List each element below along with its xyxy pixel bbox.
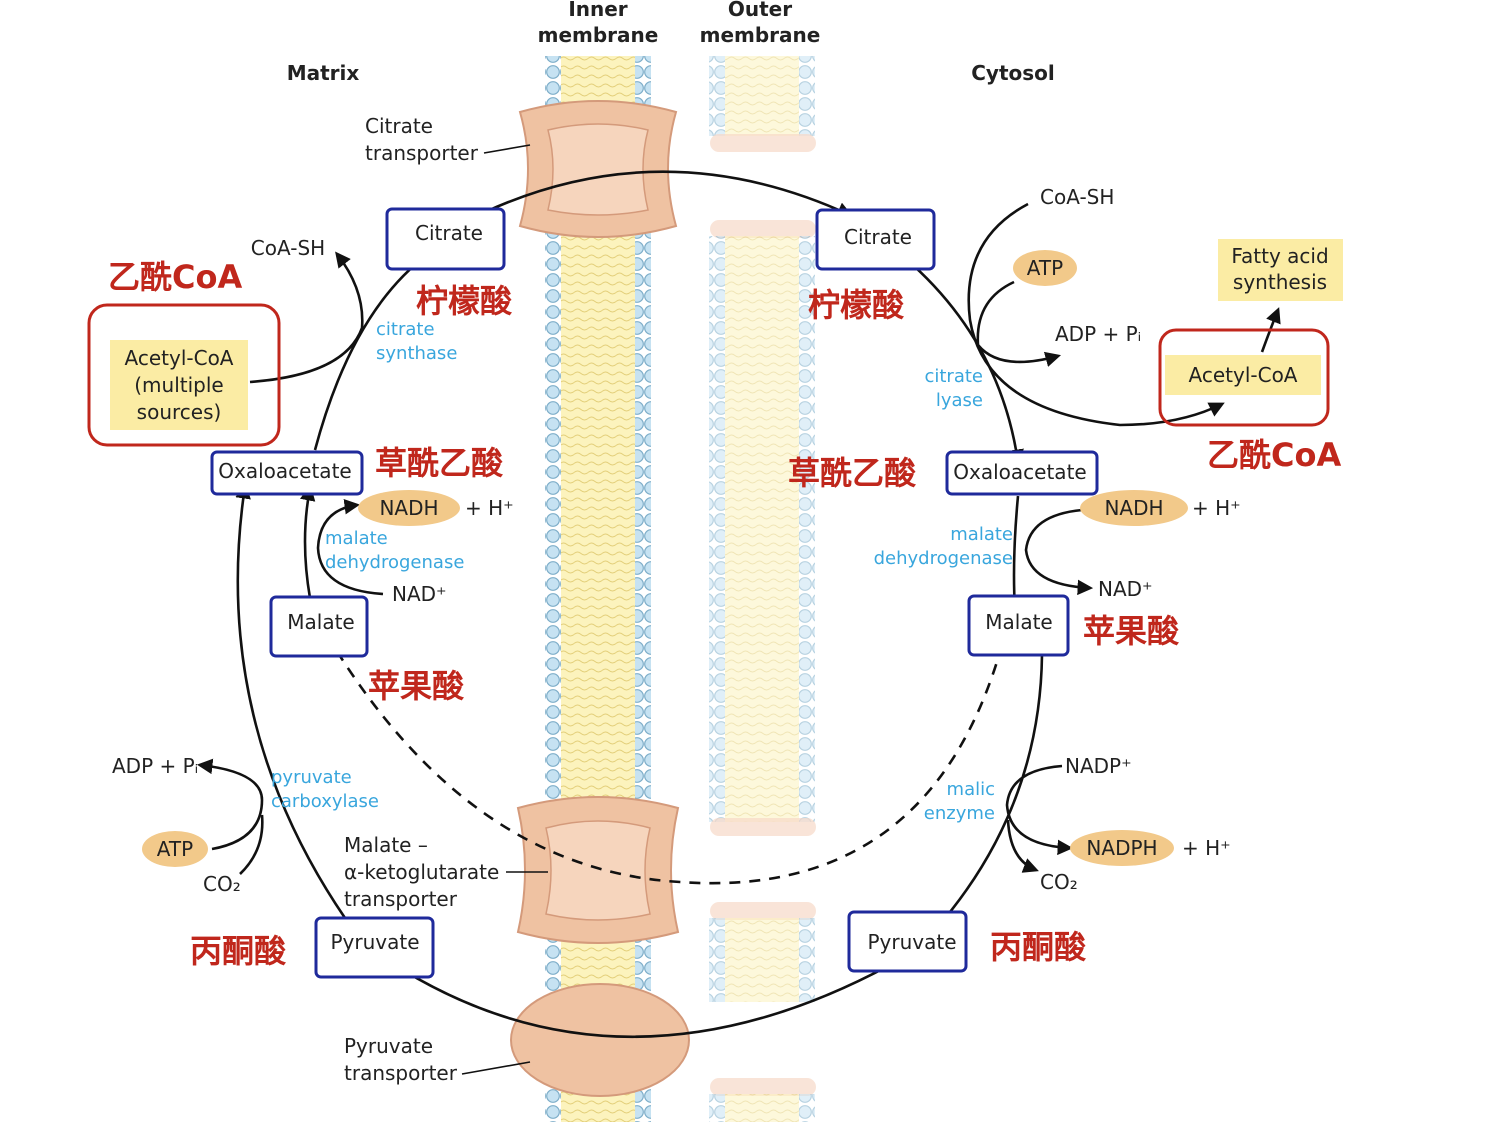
cytosol-malate-label: Malate [985, 610, 1052, 634]
cytosol-citrate-label: Citrate [844, 225, 912, 249]
matrix-atp-pill [142, 831, 208, 867]
cytosol-acetyl-coa-frame [1158, 328, 1330, 427]
zh-pyruvate-left: 丙酮酸 [190, 932, 287, 970]
matrix-adp-pi-label: ADP + Pᵢ [112, 754, 198, 778]
outer-membrane-label-line1: Outer [728, 0, 792, 21]
malate-akg-transporter-line3: transporter [344, 887, 458, 911]
matrix-acetyl-coa-box[interactable] [110, 340, 248, 430]
citrate-transporter-protein [518, 100, 678, 238]
zh-oxaloacetate-right: 草酰乙酸 [788, 454, 917, 492]
matrix-pyruvate-box[interactable] [314, 916, 435, 979]
outer-membrane [709, 56, 816, 1122]
inner-membrane-label-line1: Inner [568, 0, 627, 21]
matrix-malate-box[interactable] [269, 595, 369, 658]
matrix-malate-dehydrogenase-line2: dehydrogenase [325, 552, 464, 573]
cytosol-nadp-label: NADP⁺ [1065, 754, 1132, 778]
outer-membrane-label-line2: membrane [700, 23, 821, 47]
cytosol-co2-label: CO₂ [1040, 870, 1078, 894]
malate-akg-transporter-protein [516, 796, 680, 944]
pyruvate-carboxylase-line1: pyruvate [271, 767, 352, 788]
cytosol-nadh-pill [1080, 490, 1188, 526]
citrate-synthase-line1: citrate [376, 319, 435, 340]
matrix-malate-dehydrogenase-line1: malate [325, 528, 388, 549]
cytosol-oxaloacetate-box[interactable] [945, 450, 1099, 496]
matrix-acetyl-coa-line2: (multiple [134, 373, 223, 397]
cytosol-nadh-h-label: + H⁺ [1192, 496, 1241, 520]
matrix-coa-sh-label: CoA-SH [251, 236, 325, 260]
matrix-oxaloacetate-box[interactable] [210, 450, 364, 496]
matrix-nadh-label: NADH [379, 496, 438, 520]
pyruvate-transporter-line1: Pyruvate [344, 1034, 433, 1058]
citrate-transporter-line2: transporter [365, 141, 479, 165]
zh-citrate-left: 柠檬酸 [416, 282, 513, 320]
zh-pyruvate-right: 丙酮酸 [990, 928, 1087, 966]
matrix-acetyl-coa-line3: sources) [137, 400, 222, 424]
citrate-synthase-line2: synthase [376, 343, 457, 364]
matrix-citrate-box[interactable] [385, 207, 506, 271]
matrix-co2-label: CO₂ [203, 872, 241, 896]
cytosol-label: Cytosol [971, 61, 1055, 85]
zh-acetyl-coa-left: 乙酰CoA [108, 258, 242, 296]
cytosol-nadh-label: NADH [1104, 496, 1163, 520]
citrate-transporter-line1: Citrate [365, 114, 433, 138]
cytosol-malate-box[interactable] [967, 594, 1070, 657]
cytosol-pyruvate-label: Pyruvate [867, 930, 956, 954]
malic-enzyme-line2: enzyme [924, 803, 995, 824]
zh-malate-right: 苹果酸 [1083, 612, 1180, 650]
cytosol-coa-sh-label: CoA-SH [1040, 185, 1114, 209]
matrix-atp-label: ATP [157, 837, 193, 861]
pyruvate-carboxylase-line2: carboxylase [271, 791, 379, 812]
cytosol-acetyl-coa-box[interactable] [1165, 355, 1321, 395]
cytosol-acetyl-coa-label: Acetyl-CoA [1189, 363, 1298, 387]
zh-oxaloacetate-left: 草酰乙酸 [375, 444, 504, 482]
pyruvate-transporter-line2: transporter [344, 1061, 458, 1085]
matrix-oxaloacetate-label: Oxaloacetate [218, 459, 351, 483]
cytosol-citrate-box[interactable] [815, 208, 936, 271]
malate-akg-transporter-line1: Malate – [344, 833, 428, 857]
cytosol-nadph-h-label: + H⁺ [1182, 836, 1231, 860]
matrix-acetyl-coa-line1: Acetyl-CoA [125, 346, 234, 370]
cytosol-malate-dehydrogenase-line1: malate [950, 524, 1013, 545]
matrix-acetyl-coa-frame [87, 303, 281, 447]
matrix-label: Matrix [287, 61, 360, 85]
fatty-acid-synthesis-box[interactable] [1218, 239, 1343, 301]
citrate-lyase-line2: lyase [936, 390, 983, 411]
cytosol-atp-label: ATP [1027, 256, 1063, 280]
cytosol-oxaloacetate-label: Oxaloacetate [953, 460, 1086, 484]
fatty-acid-synthesis-line1: Fatty acid [1231, 244, 1328, 268]
zh-malate-left: 苹果酸 [368, 667, 465, 705]
pyruvate-transporter-protein [510, 983, 690, 1097]
matrix-malate-label: Malate [287, 610, 354, 634]
cycle-arrows [235, 170, 1044, 1039]
matrix-nadh-h-label: + H⁺ [465, 496, 514, 520]
inner-membrane-label-line2: membrane [538, 23, 659, 47]
matrix-nad-label: NAD⁺ [392, 582, 447, 606]
malate-akg-transporter-line2: α-ketoglutarate [344, 860, 499, 884]
malic-enzyme-line1: malic [947, 779, 995, 800]
zh-citrate-right: 柠檬酸 [808, 286, 905, 324]
matrix-citrate-label: Citrate [415, 221, 483, 245]
matrix-nadh-pill [358, 490, 460, 526]
fatty-acid-synthesis-line2: synthesis [1233, 270, 1327, 294]
cytosol-malate-dehydrogenase-line2: dehydrogenase [874, 548, 1013, 569]
cytosol-nadph-label: NADPH [1086, 836, 1157, 860]
cytosol-atp-pill [1013, 250, 1077, 286]
cytosol-pyruvate-box[interactable] [847, 910, 968, 973]
zh-acetyl-coa-right: 乙酰CoA [1207, 436, 1341, 474]
cytosol-adp-pi-label: ADP + Pᵢ [1055, 322, 1141, 346]
matrix-pyruvate-label: Pyruvate [330, 930, 419, 954]
citrate-lyase-line1: citrate [924, 366, 983, 387]
cytosol-nadph-pill [1070, 830, 1174, 866]
cytosol-nad-label: NAD⁺ [1098, 577, 1153, 601]
